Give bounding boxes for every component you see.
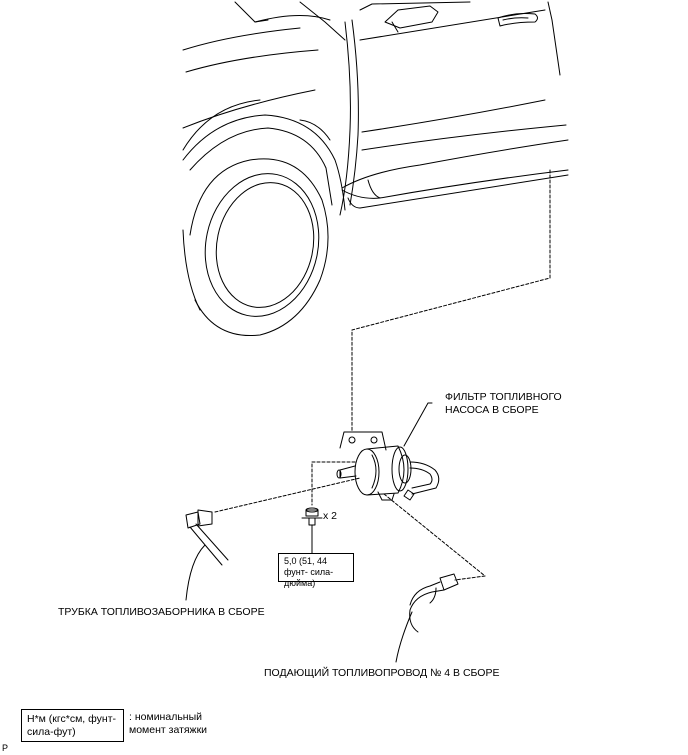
suction-tube-label: ТРУБКА ТОПЛИВОЗАБОРНИКА В СБОРЕ	[58, 606, 265, 618]
legend-description: : номинальный момент затяжки	[129, 711, 208, 736]
fuel-line-label: ПОДАЮЩИЙ ТОПЛИВОПРОВОД № 4 В СБОРЕ	[264, 667, 500, 679]
fuel-pump-filter-label: ФИЛЬТР ТОПЛИВНОГО НАСОСА В СБОРЕ	[445, 391, 562, 416]
leader-lines	[214, 169, 551, 581]
bolt-quantity-label: x 2	[323, 510, 338, 522]
torque-spec-box: 5,0 (51, 44 фунт- сила-дюйма)	[278, 553, 354, 588]
bolt-drawing	[301, 507, 323, 526]
fuel-pump-filter-drawing	[336, 431, 440, 501]
suction-tube-drawing	[185, 509, 229, 566]
fuel-line-drawing	[409, 573, 459, 633]
vehicle-body	[182, 1, 569, 216]
label-pointers	[185, 402, 433, 663]
tire	[182, 158, 329, 337]
corner-mark: P	[2, 743, 9, 753]
legend-torque-units-box: Н*м (кгс*см, фунт- сила-фут)	[21, 709, 124, 742]
